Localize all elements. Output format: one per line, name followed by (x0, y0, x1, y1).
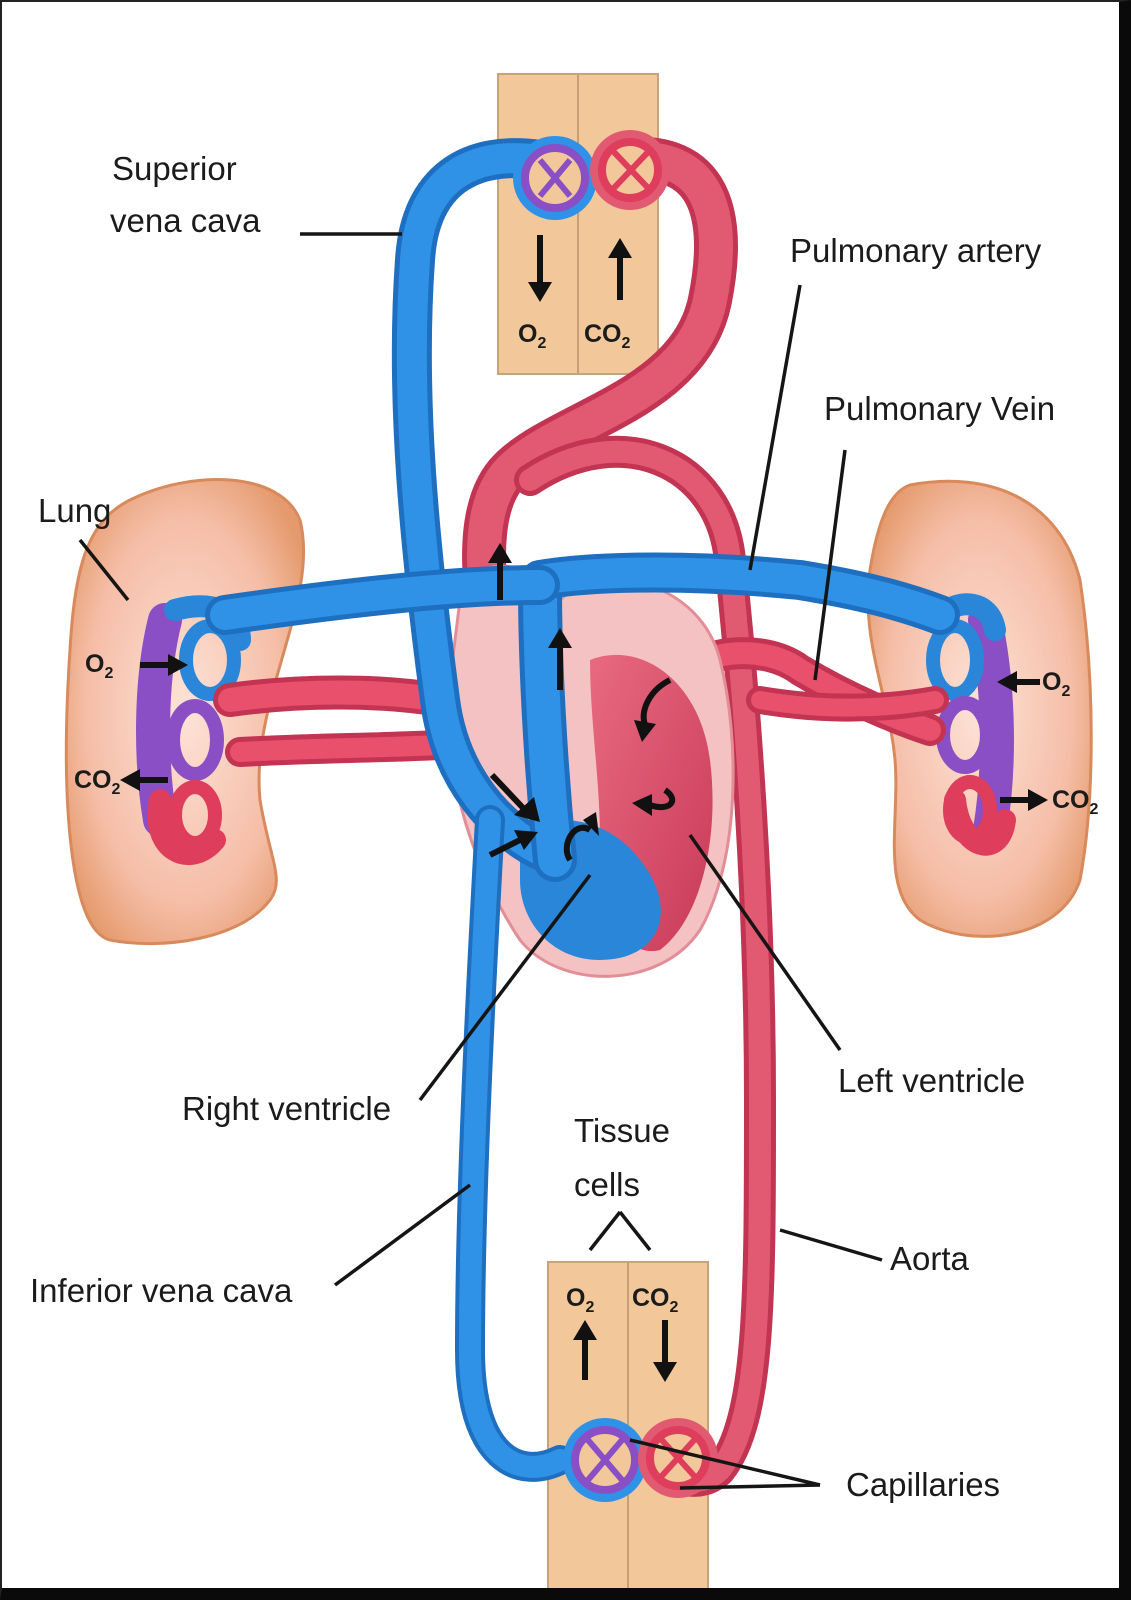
gas-o2-upper: O2 (518, 320, 546, 352)
label-tissue-cells-2: cells (574, 1166, 640, 1203)
label-tissue-cells-1: Tissue (574, 1112, 670, 1149)
flow-arrows (120, 235, 1048, 1382)
gas-labels: O2 CO2 O2 CO2 O2 CO2 O2 CO2 (74, 320, 1099, 1316)
label-superior-vena-cava-2: vena cava (110, 202, 261, 239)
label-pulmonary-vein: Pulmonary Vein (824, 390, 1055, 427)
label-lung: Lung (38, 492, 111, 529)
labels: Superior vena cava Pulmonary artery Pulm… (30, 150, 1055, 1503)
label-inferior-vena-cava: Inferior vena cava (30, 1272, 293, 1309)
gas-co2-left-lung: CO2 (74, 766, 121, 798)
blue-vessels (205, 138, 960, 1482)
upper-tissue-block (497, 73, 659, 375)
gas-o2-lower: O2 (566, 1284, 594, 1316)
upper-capillaries (513, 130, 670, 220)
right-lung-capillaries (926, 593, 1016, 856)
label-right-ventricle: Right ventricle (182, 1090, 391, 1127)
label-superior-vena-cava-1: Superior (112, 150, 237, 187)
gas-o2-right-lung: O2 (1042, 668, 1070, 700)
leader-lines (78, 232, 883, 1490)
label-aorta: Aorta (890, 1240, 970, 1277)
gas-o2-left-lung: O2 (85, 650, 113, 682)
gas-co2-right-lung: CO2 (1052, 786, 1099, 818)
gas-co2-lower: CO2 (632, 1284, 679, 1316)
label-left-ventricle: Left ventricle (838, 1062, 1025, 1099)
lower-capillaries (563, 1418, 718, 1502)
label-pulmonary-artery: Pulmonary artery (790, 232, 1042, 269)
label-capillaries: Capillaries (846, 1466, 1000, 1503)
gas-co2-upper: CO2 (584, 320, 631, 352)
